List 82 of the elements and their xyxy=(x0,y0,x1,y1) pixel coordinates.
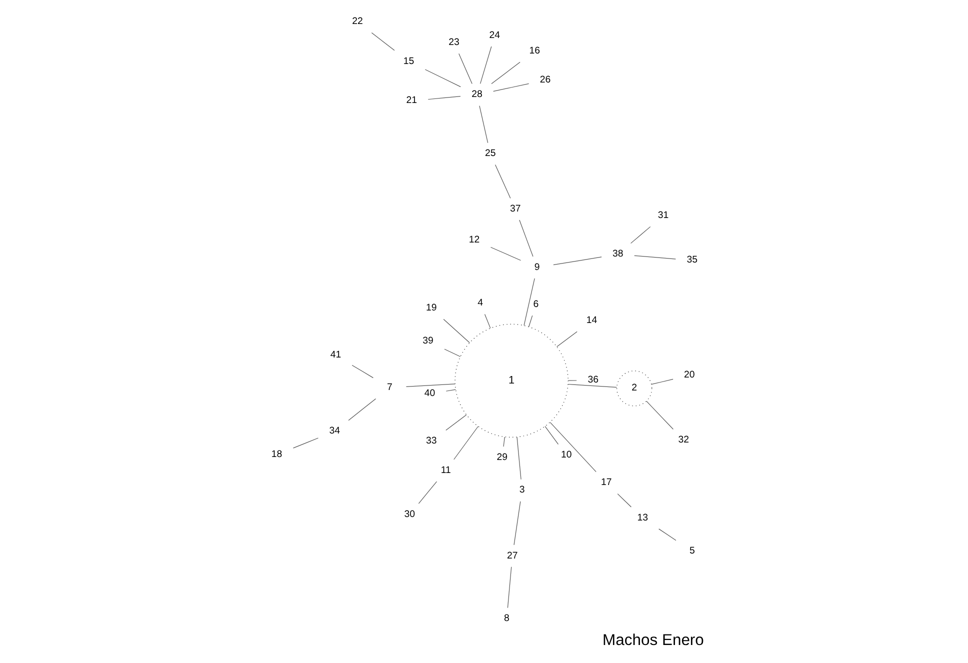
node-text: 5 xyxy=(689,546,694,557)
connector xyxy=(552,256,602,266)
connector xyxy=(544,426,558,445)
node-text: 41 xyxy=(330,350,341,361)
connector xyxy=(650,378,673,385)
node-text: 7 xyxy=(386,382,392,393)
node-circle: 2 xyxy=(616,370,652,406)
diagram-title: Machos Enero xyxy=(602,632,704,649)
node-text: 10 xyxy=(560,450,572,461)
node-text: 3 xyxy=(518,484,524,496)
connector xyxy=(634,255,676,260)
node-text: 40 xyxy=(424,388,435,400)
node-text: 20 xyxy=(684,370,694,381)
node-text: 35 xyxy=(686,254,697,266)
connector xyxy=(528,315,532,328)
connector xyxy=(567,380,576,381)
connector xyxy=(292,438,318,448)
connector xyxy=(444,348,460,357)
node-text: 12 xyxy=(468,234,480,246)
connector xyxy=(442,318,470,344)
node-text: 14 xyxy=(586,314,597,326)
connector xyxy=(502,436,504,447)
node-text: 19 xyxy=(426,302,436,314)
node-circle: 1 xyxy=(454,324,568,438)
connector xyxy=(479,46,492,84)
connector xyxy=(513,501,520,546)
node-text: 8 xyxy=(504,613,509,624)
connector xyxy=(516,436,521,480)
connector xyxy=(549,422,596,472)
node-text: 32 xyxy=(678,434,688,446)
node-text: 18 xyxy=(270,449,282,460)
connector xyxy=(351,364,373,378)
connector xyxy=(556,331,577,348)
node-text: 9 xyxy=(534,262,540,273)
node-text: 24 xyxy=(488,30,500,41)
connector xyxy=(494,164,510,198)
connector xyxy=(478,106,488,144)
node-text: 31 xyxy=(657,210,668,221)
node-text: 11 xyxy=(440,464,450,476)
connector xyxy=(518,220,533,257)
connector xyxy=(630,226,650,244)
connector xyxy=(348,398,376,421)
connector xyxy=(424,69,460,88)
connector xyxy=(453,426,478,460)
node-text: 15 xyxy=(402,56,414,67)
connector xyxy=(490,62,520,84)
node-text: 39 xyxy=(422,336,433,347)
connector xyxy=(646,400,674,430)
node-text: 26 xyxy=(539,74,550,86)
node-text: 22 xyxy=(352,16,362,28)
node-text: 25 xyxy=(484,148,496,160)
node-text: 29 xyxy=(496,452,508,463)
node-text: 6 xyxy=(532,298,538,310)
node-text: 21 xyxy=(406,95,417,106)
connector xyxy=(405,384,455,388)
connector xyxy=(484,314,490,328)
node-text: 33 xyxy=(426,435,436,446)
connector xyxy=(490,246,521,261)
connector xyxy=(427,96,460,100)
node-text: 28 xyxy=(471,89,482,100)
node-text: 38 xyxy=(612,248,623,260)
connector xyxy=(370,32,394,51)
connector xyxy=(506,566,512,608)
node-text: 30 xyxy=(404,508,415,520)
node-text: 36 xyxy=(587,374,598,386)
connector xyxy=(523,278,534,326)
connector xyxy=(567,384,617,388)
connector xyxy=(458,53,472,84)
connector xyxy=(658,528,676,541)
connector xyxy=(445,389,456,392)
node-text: 4 xyxy=(477,298,483,309)
node-text: 27 xyxy=(506,550,518,562)
node-text: 13 xyxy=(636,512,648,524)
connector xyxy=(445,414,466,431)
node-text: 23 xyxy=(448,36,459,48)
node-text: 17 xyxy=(600,477,612,488)
connector xyxy=(492,83,529,92)
node-text: 37 xyxy=(509,203,520,214)
connector xyxy=(616,494,631,508)
node-text: 16 xyxy=(528,45,540,56)
node-text: 34 xyxy=(328,426,340,437)
connector xyxy=(418,481,437,504)
